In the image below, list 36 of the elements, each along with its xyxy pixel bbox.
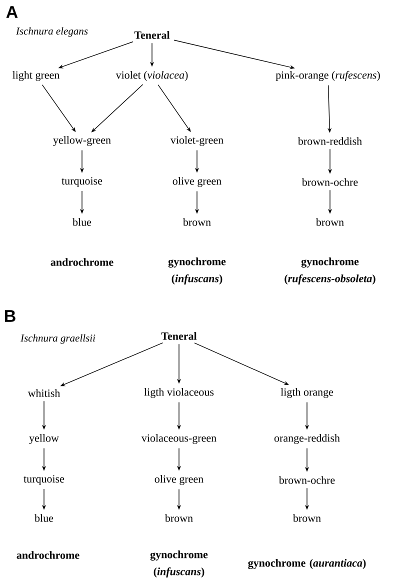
morph-label: androchrome [16,551,80,559]
morph-label: gynochrome (infuscans) [150,550,208,578]
color-stage: yellow [29,434,59,444]
species-name: Ischnura graellsii [20,334,96,344]
morph-label: gynochrome (infuscans) [168,258,226,284]
color-stage: turquoise [62,177,102,187]
color-stage: brown [316,218,344,226]
color-stage: Teneral [134,31,170,39]
species-name: Ischnura elegans [16,27,88,37]
panel-letter: B [5,310,16,322]
color-stage: brown [164,514,193,522]
color-stage: yellow-green [53,136,111,146]
color-stage: brown-ochre [302,178,358,186]
color-stage: ligth violaceous [144,388,214,398]
color-stage: violaceous-green [141,434,216,444]
color-stage: blue [34,514,54,522]
color-stage: brown [292,514,321,522]
color-stage: blue [72,218,92,226]
color-stage: brown [182,218,211,226]
color-stage: olive green [172,177,222,187]
color-stage: brown-reddish [298,137,362,145]
color-stage: olive green [154,475,204,485]
panel-letter: A [6,6,18,18]
color-stage: violet-green [170,136,224,146]
morph-label: gynochrome (aurantiaca) [248,558,366,570]
color-stage: violet (violacea) [116,71,188,81]
morph-label: androchrome [50,258,114,266]
color-stage: Teneral [161,332,197,340]
morph-label: gynochrome (rufescens-obsoleta) [284,258,376,284]
color-stage: whitish [28,389,60,397]
color-stage: brown-ochre [278,476,335,484]
color-stage: ligth orange [280,388,334,398]
color-stage: pink-orange (rufescens) [276,70,380,82]
color-stage: light green [12,71,60,81]
color-stage: turquoise [24,475,64,485]
color-stage: orange-reddish [274,434,340,444]
